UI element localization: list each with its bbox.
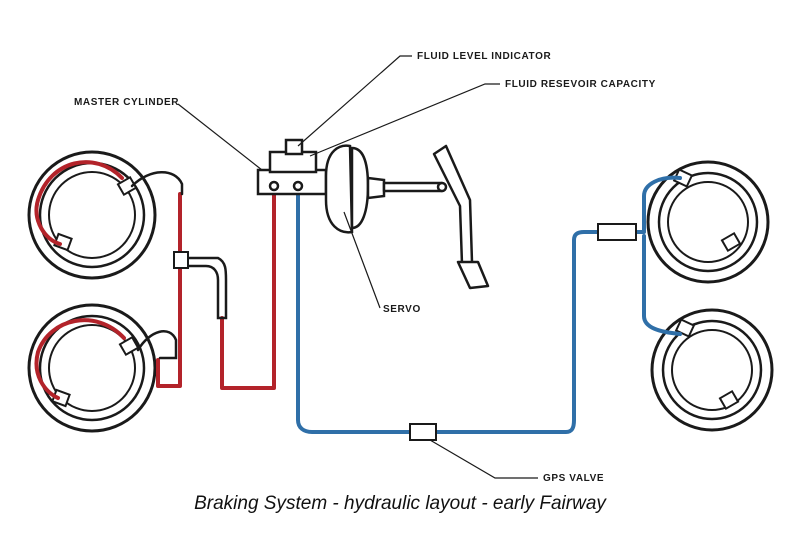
- left-brake-junction: [173, 251, 189, 269]
- brake-drum-right-rear: [650, 308, 774, 432]
- brake-drum-left-front: [27, 150, 157, 280]
- left-flexible-hoses: [130, 171, 228, 360]
- label-fluid-level-indicator: FLUID LEVEL INDICATOR: [417, 51, 551, 62]
- right-brake-junction: [597, 223, 637, 241]
- brake-pedal: [382, 144, 490, 290]
- label-servo: SERVO: [383, 304, 421, 315]
- label-gps-valve: GPS VALVE: [543, 473, 604, 484]
- label-master-cylinder: MASTER CYLINDER: [74, 97, 179, 108]
- master-cylinder: [256, 138, 328, 196]
- red-hydraulic-circuit: [34, 160, 276, 400]
- brake-drum-left-rear: [27, 303, 157, 433]
- leader-lines: [177, 55, 538, 479]
- label-fluid-reservoir-capacity: FLUID RESEVOIR CAPACITY: [505, 79, 656, 90]
- diagram-caption: Braking System - hydraulic layout - earl…: [194, 493, 606, 514]
- blue-hydraulic-circuit: [296, 175, 682, 434]
- brake-drum-right-front: [646, 160, 770, 284]
- servo: [324, 144, 386, 234]
- gps-valve: [409, 423, 437, 441]
